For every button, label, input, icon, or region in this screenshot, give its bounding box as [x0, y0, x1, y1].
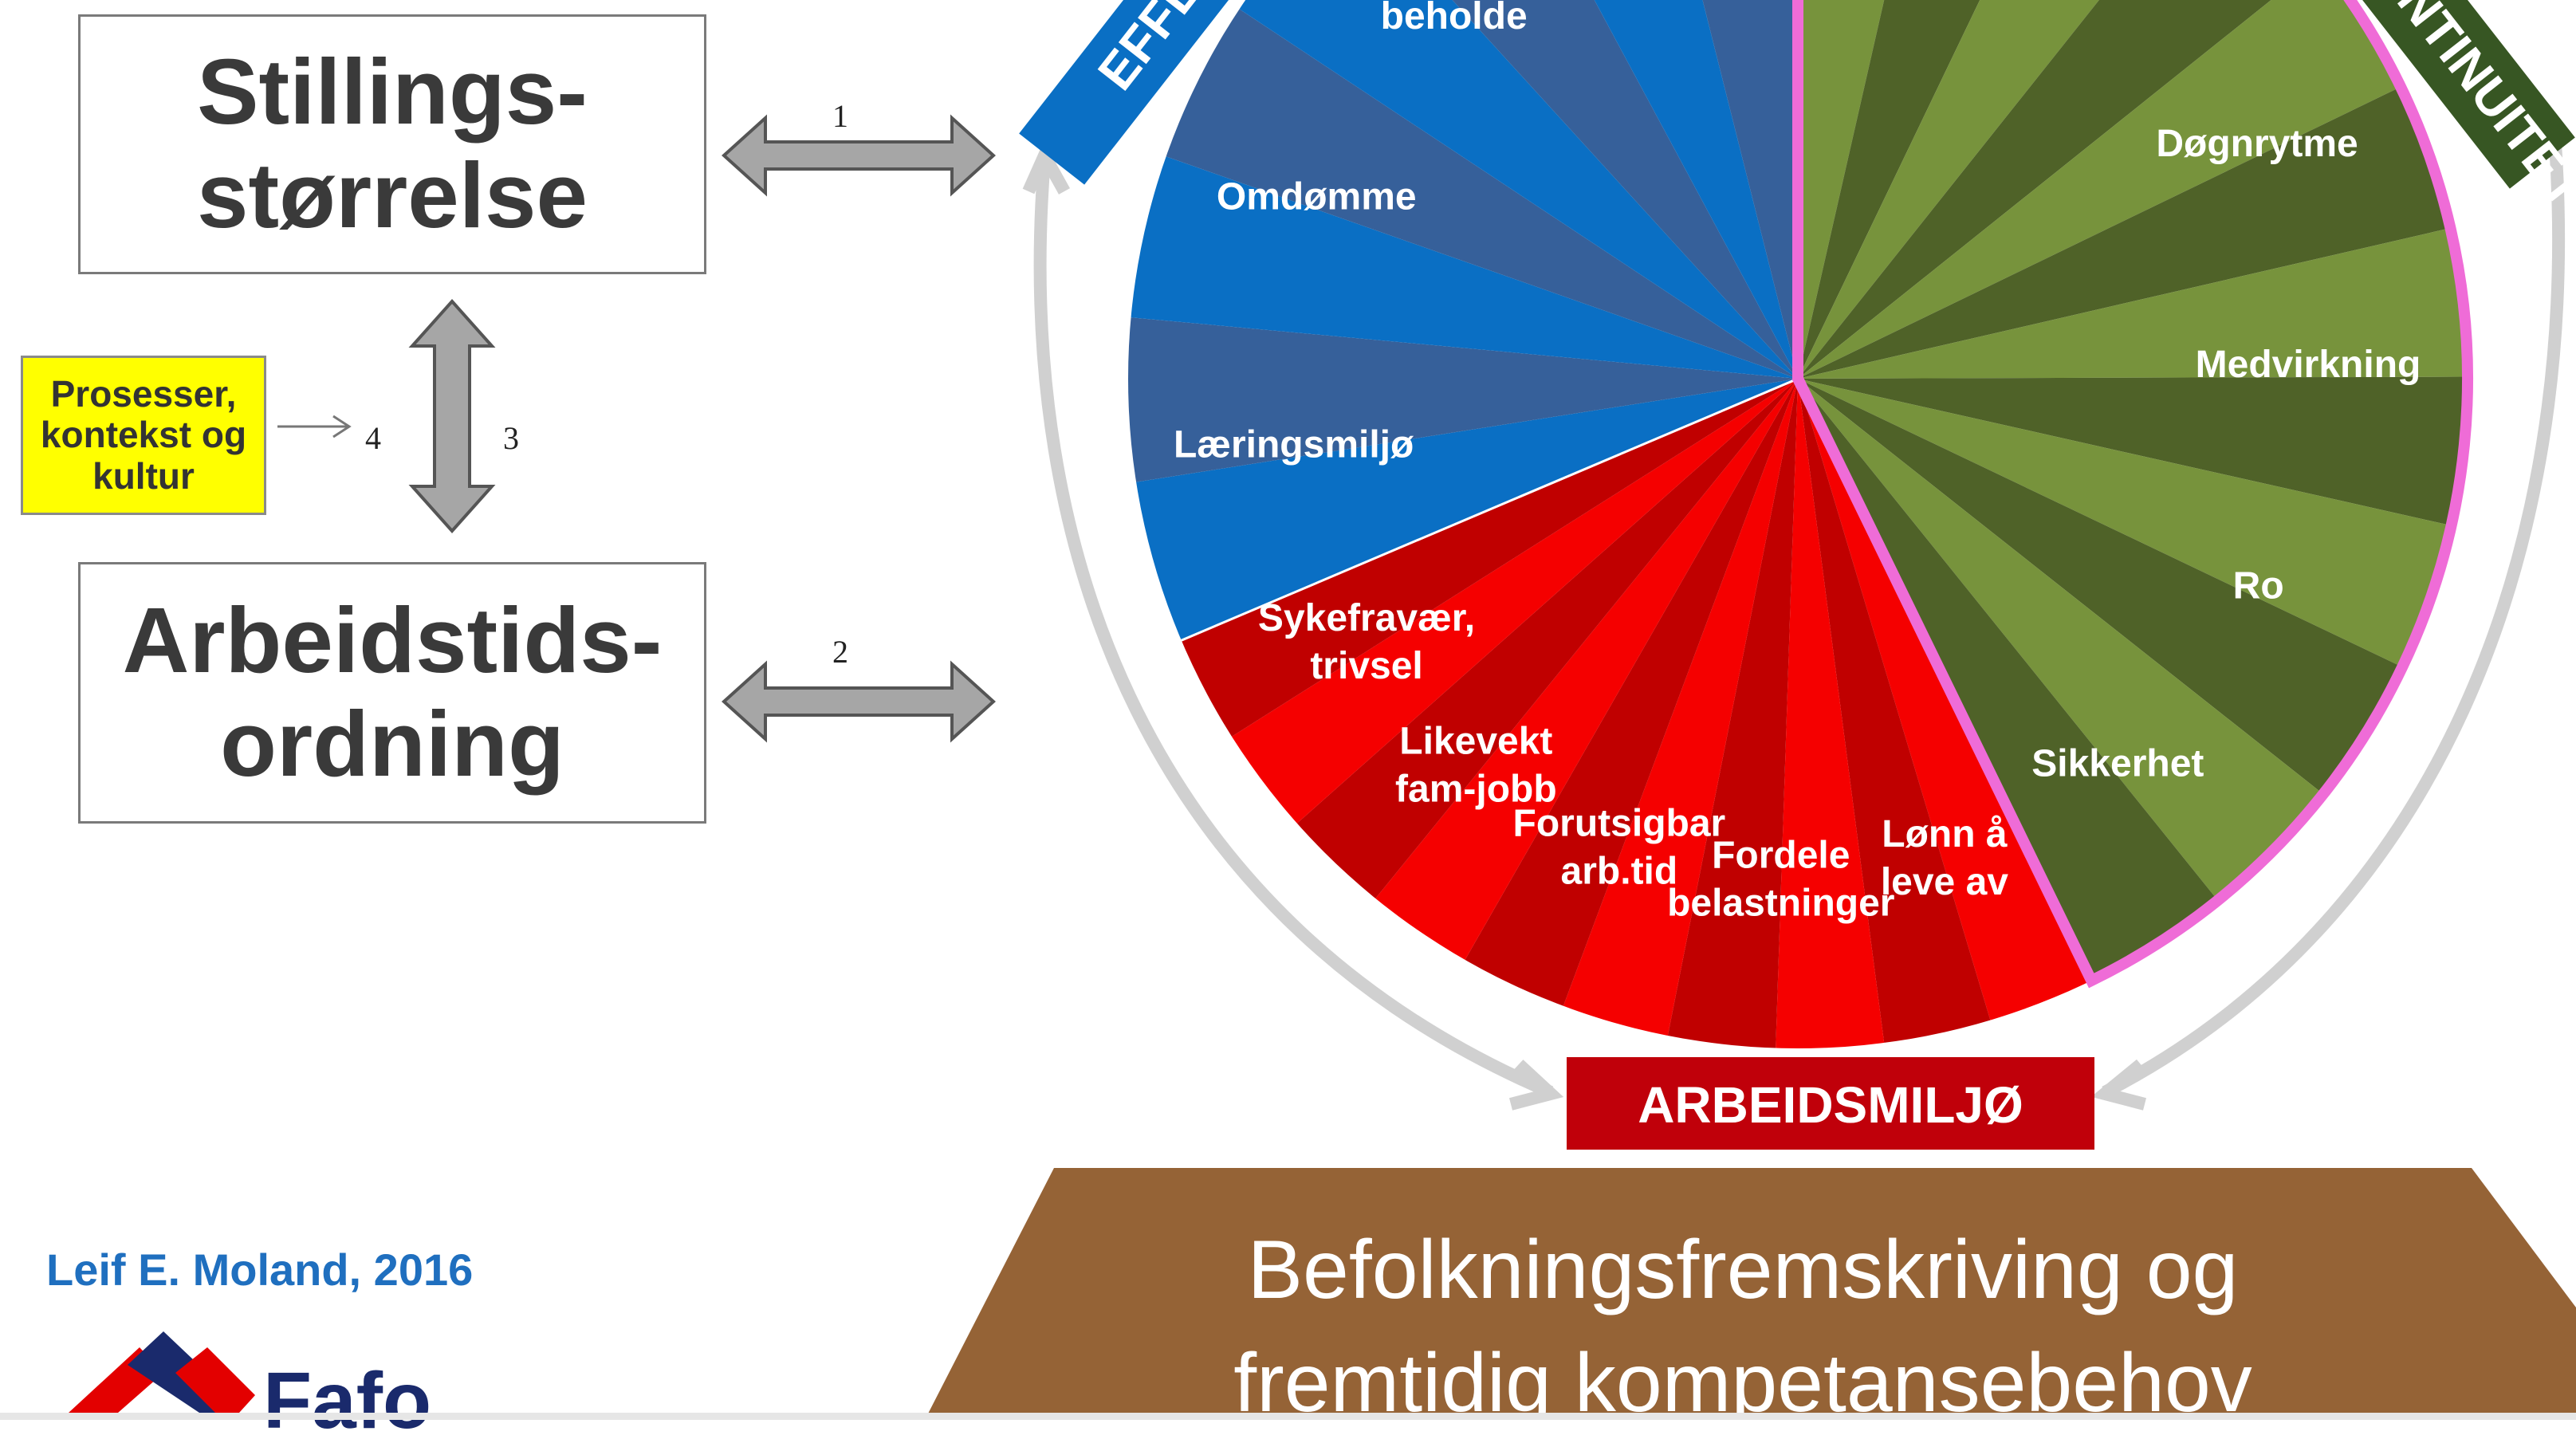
green-slice — [1798, 65, 2468, 379]
green-segment-label: Ro — [2233, 565, 2284, 608]
green-slice — [1798, 379, 2248, 1024]
arrow-number-1: 1 — [832, 98, 848, 134]
arrow-number-4: 4 — [365, 420, 381, 456]
red-slice — [1441, 379, 1798, 1048]
bottom-strip — [0, 1413, 2576, 1420]
blue-slice — [1458, 0, 1798, 379]
left-connector-head — [1022, 141, 1070, 195]
left-connector-head-bottom — [1508, 1060, 1564, 1111]
prosess-line: og kultur — [92, 414, 247, 497]
left-connector-arc — [1033, 159, 1554, 1099]
blue-slice — [1128, 379, 1798, 659]
red-slice — [1798, 379, 2004, 1048]
box-title-line: Arbeidstids- — [122, 588, 663, 693]
right-connector-head-bottom — [2090, 1059, 2147, 1111]
double-arrow-1 — [722, 114, 996, 197]
prosess-line: Prosesser, — [50, 372, 237, 415]
green-slice — [1798, 376, 2468, 537]
arbeidsmiljo-label: ARBEIDSMILJØ — [1638, 1076, 2023, 1134]
arrow-4 — [277, 415, 352, 438]
blue-slice — [1314, 0, 1798, 379]
red-segment-label: Sykefravær,trivsel — [1258, 597, 1475, 687]
stillingsstorrelse-box: Stillings- størrelse — [78, 14, 706, 274]
connector-arrows — [1022, 141, 2566, 1111]
green-slice — [1798, 379, 2361, 938]
author-credit: Leif E. Moland, 2016 — [46, 1244, 474, 1295]
green-slice — [1798, 0, 2245, 379]
blue-slice — [1128, 140, 1798, 379]
blue-slice — [1622, 0, 1798, 379]
red-slice — [1546, 379, 1798, 1048]
prosess-line: kontekst — [40, 414, 192, 456]
base-block: Befolkningsfremskriving og fremtidig kom… — [928, 1168, 2576, 1420]
kontinuitet-outline — [1792, 0, 2474, 989]
double-arrow-2 — [722, 660, 996, 743]
green-slice — [1798, 379, 2446, 824]
red-slice — [1345, 379, 1798, 1001]
green-slice — [1798, 217, 2468, 379]
blue-segment-label: Rekruttbeholde — [1381, 0, 1528, 37]
arbeidstidsordning-box: Arbeidstids- ordning — [78, 562, 706, 824]
right-connector-arc — [2102, 143, 2566, 1099]
group-separator — [1181, 377, 1799, 642]
box-title-line: ordning — [220, 692, 564, 796]
prosesser-box: Prosesser, kontekst og kultur — [21, 356, 266, 515]
box-title-line: størrelse — [196, 144, 588, 247]
blue-slice — [1128, 0, 1798, 379]
wheel-labels: kjennskapKontinuitetDøgnrytmeMedvirkning… — [1174, 0, 2421, 925]
green-slice — [1798, 0, 2358, 379]
green-segment-label: Medvirkning — [2196, 344, 2421, 386]
arbeidsmiljo-banner: ARBEIDSMILJØ — [1567, 1057, 2094, 1150]
green-slice — [1798, 0, 2444, 379]
green-segment-label: Døgnrytme — [2156, 123, 2358, 165]
arrow-number-2: 2 — [832, 634, 848, 670]
green-slice — [1798, 0, 1957, 379]
blue-slice — [1199, 0, 1798, 379]
red-slice — [1191, 379, 1798, 855]
wheel-chart — [1128, 0, 2468, 1048]
green-slice — [1798, 379, 2468, 688]
red-slice — [1260, 379, 1798, 936]
base-text-line: Befolkningsfremskriving og — [1248, 1224, 2239, 1316]
red-slice — [1774, 379, 1890, 1048]
green-segment-label: Sikkerhet — [2031, 743, 2204, 785]
green-slice — [1798, 0, 2109, 379]
fafo-logo-icon — [69, 1331, 255, 1413]
blue-segment-label: Læringsmiljø — [1174, 424, 1414, 466]
box-title-line: Stillings- — [197, 40, 588, 144]
blue-slice — [1128, 313, 1798, 490]
base-text-line: fremtidig kompetansebehov — [1233, 1337, 2252, 1420]
red-slice — [1658, 379, 1798, 1048]
red-slice — [1137, 379, 1798, 762]
double-arrow-3 — [408, 298, 496, 534]
blue-segment-label: Omdømme — [1217, 176, 1417, 218]
arrow-number-3: 3 — [503, 420, 519, 456]
